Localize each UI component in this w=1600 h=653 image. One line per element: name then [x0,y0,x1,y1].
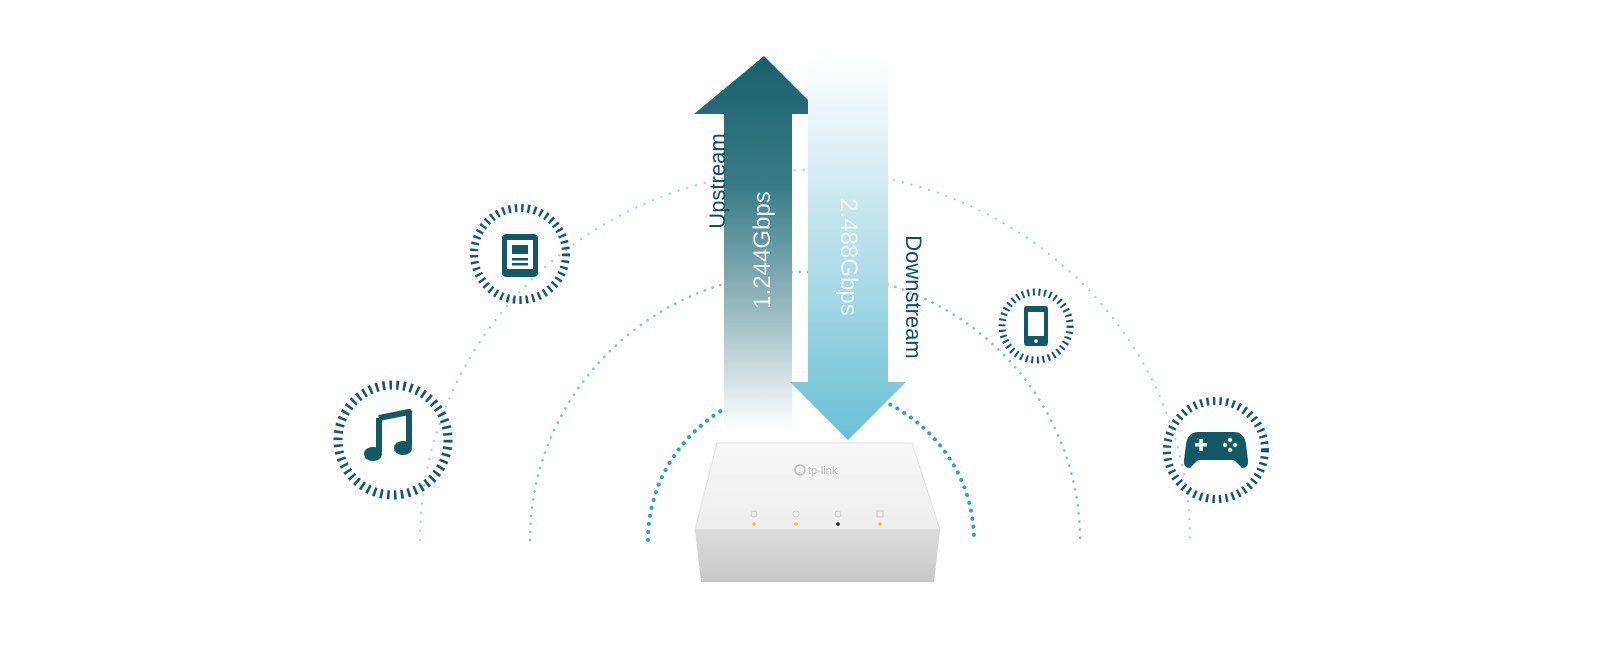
tablet-icon [470,204,570,304]
upstream-arrow [694,56,822,432]
music-icon [333,380,453,500]
downstream-speed: 2.488Gbps [835,198,862,316]
gamepad-icon [1163,397,1269,503]
router-front [695,530,940,582]
los-led-icon [834,510,842,526]
router-top [694,442,941,531]
router-brand: tp-link [808,465,838,477]
smartphone-icon [998,288,1074,364]
pon-led-icon [792,510,800,526]
upstream-speed: 1.244Gbps [749,191,776,309]
power-led-icon [750,510,758,526]
outer-signal-arc [418,168,1192,542]
router-device: tp-link [694,442,941,582]
lan-led-icon [876,510,884,526]
downstream-arrow [790,56,906,440]
middle-signal-arc [528,270,1082,542]
tp-link-logo-icon: tp-link [794,464,838,477]
upstream-label: Upstream [705,133,730,229]
downstream-label: Downstream [901,235,926,359]
